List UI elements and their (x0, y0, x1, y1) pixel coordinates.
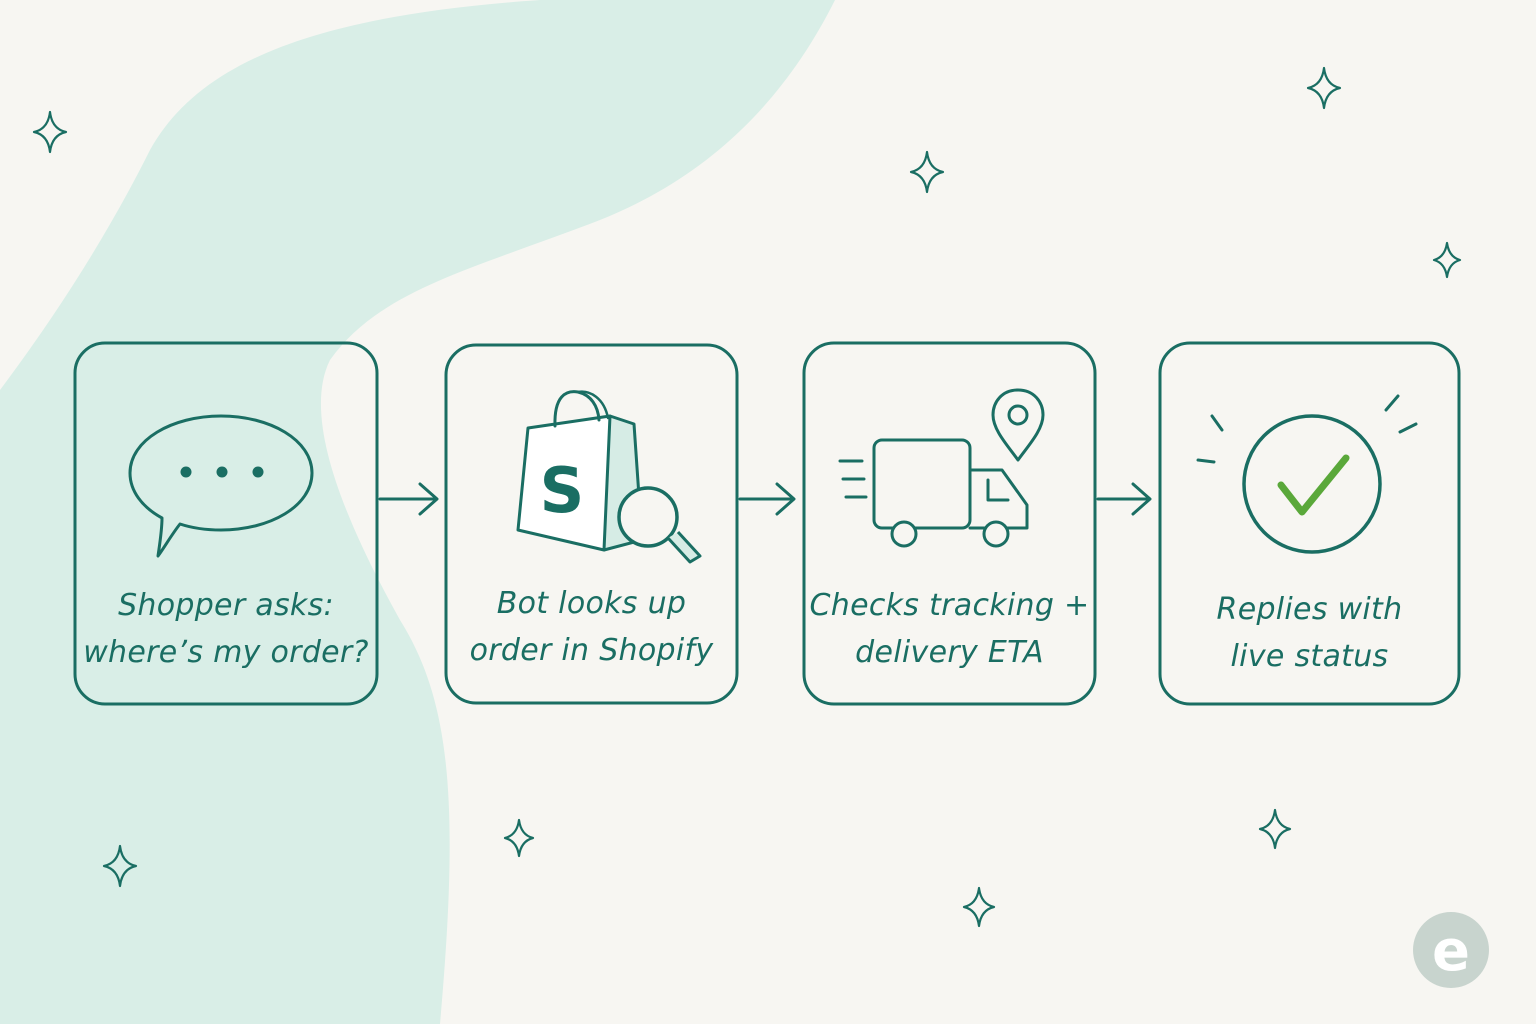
shopify-bag-search-icon: S (516, 390, 702, 564)
arrow-icon (1096, 482, 1152, 516)
background-blob (0, 0, 835, 1024)
sparkle-icon (1258, 808, 1292, 850)
step-label-line2: delivery ETA (855, 635, 1044, 670)
sparkle-icon (909, 150, 945, 194)
step-label-line2: where’s my order? (83, 635, 369, 670)
step-label-line1: Bot looks up (496, 586, 687, 621)
step-label-ask: Shopper asks: where’s my order? (75, 582, 377, 676)
sparkle-icon (1432, 241, 1462, 279)
burst-lines (1196, 394, 1418, 464)
delivery-truck-location-icon (838, 388, 1045, 548)
step-box-reply (1158, 341, 1461, 706)
step-label-line2: order in Shopify (469, 633, 714, 668)
logo-letter: e (1432, 919, 1470, 984)
step-label-line2: live status (1230, 639, 1389, 674)
step-label-track: Checks tracking + delivery ETA (804, 582, 1095, 676)
sparkle-icon (102, 844, 138, 888)
step-box-lookup (444, 343, 739, 705)
step-label-lookup: Bot looks up order in Shopify (446, 580, 737, 674)
arrow-icon (738, 482, 796, 516)
magnifier-icon (617, 486, 702, 564)
step-label-line1: Shopper asks: (118, 588, 334, 623)
speech-bubble-icon (128, 414, 314, 558)
step-box-ask (73, 341, 379, 706)
sparkle-icon (32, 110, 68, 154)
step-boxes (73, 341, 1461, 706)
connectors (378, 482, 1152, 516)
brand-logo-icon: e (1413, 912, 1489, 988)
step-label-line1: Replies with (1216, 592, 1403, 627)
arrow-icon (378, 482, 439, 516)
step-box-track (802, 341, 1097, 706)
sparkle-icon (1306, 66, 1342, 110)
sparkle-icon (962, 886, 996, 928)
step-label-reply: Replies with live status (1160, 586, 1459, 680)
shopify-badge: S (540, 454, 585, 527)
sparkle-icon (503, 818, 535, 858)
sparkles (32, 66, 1462, 928)
step-label-line1: Checks tracking + (809, 588, 1090, 623)
checkmark-circle-icon (1196, 394, 1418, 554)
